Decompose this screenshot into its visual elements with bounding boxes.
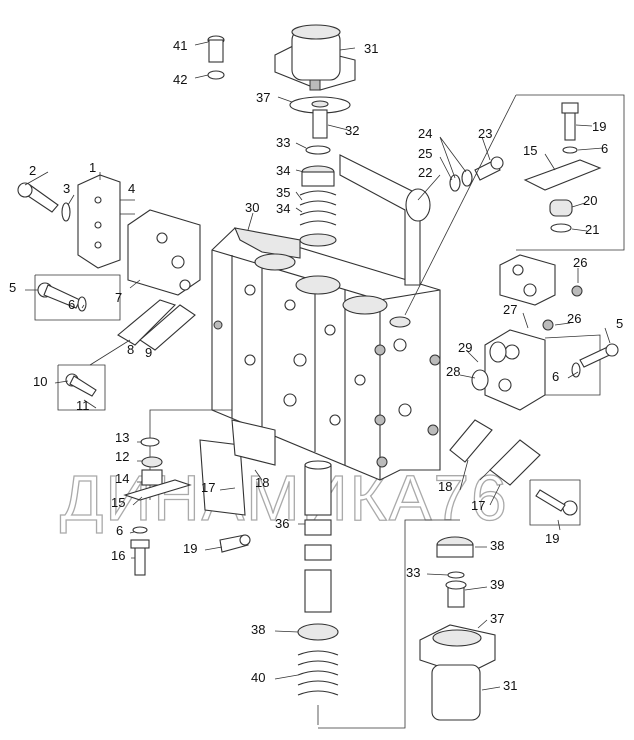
part-label: 33 (406, 565, 420, 580)
screw-41 (207, 35, 225, 80)
part-label: 30 (245, 200, 259, 215)
part-label: 15 (111, 495, 125, 510)
tube-part-22 (339, 154, 431, 286)
part-label: 42 (173, 72, 187, 87)
part-label: 3 (63, 181, 70, 196)
part-label: 38 (490, 538, 504, 553)
part-label: 11 (76, 398, 90, 413)
part-label: 38 (251, 622, 265, 637)
part-label: 35 (276, 185, 290, 200)
part-label: 19 (592, 119, 606, 134)
part-label: 41 (173, 38, 187, 53)
disc-37-top (289, 96, 351, 139)
part-label: 25 (418, 146, 432, 161)
part-label: 16 (111, 548, 125, 563)
part-label: 24 (418, 126, 432, 141)
bolt-group-5-6-left (34, 274, 121, 321)
part-label: 26 (573, 255, 587, 270)
part-label: 34 (276, 201, 290, 216)
part-label: 27 (503, 302, 517, 317)
part-label: 14 (115, 471, 129, 486)
part-label: 40 (251, 670, 265, 685)
part-label: 9 (145, 345, 152, 360)
gaskets-17-18-right (449, 419, 541, 486)
part-label: 32 (345, 123, 359, 138)
part-label: 20 (583, 193, 597, 208)
part-label: 6 (68, 297, 75, 312)
part-label: 31 (364, 41, 378, 56)
gaskets-17-18-left (199, 419, 276, 553)
part-label: 18 (438, 479, 452, 494)
part-label: 39 (490, 577, 504, 592)
left-parts-1-2-3-4 (17, 174, 201, 296)
spring-stack-top (299, 145, 337, 247)
part-label: 5 (616, 316, 623, 331)
part-labels: 41 42 31 37 32 33 24 23 19 6 25 22 34 15… (9, 38, 623, 693)
part-label: 4 (128, 181, 135, 196)
part-label: 7 (115, 290, 122, 305)
part-label: 17 (201, 480, 215, 495)
part-label: 21 (585, 222, 599, 237)
bolt-10-11 (57, 364, 106, 411)
part-label: 13 (115, 430, 129, 445)
bracket-group-right (404, 94, 625, 316)
gaskets-8-9 (89, 299, 196, 366)
part-label: 22 (418, 165, 432, 180)
part-label: 37 (256, 90, 270, 105)
part-label: 6 (601, 141, 608, 156)
left-lower-parts-12-16 (123, 409, 232, 576)
part-label: 8 (127, 342, 134, 357)
part-label: 28 (446, 364, 460, 379)
part-label: 1 (89, 160, 96, 175)
part-label: 6 (552, 369, 559, 384)
part-label: 29 (458, 340, 472, 355)
bolt-23-washers (449, 156, 504, 192)
part-label: 23 (478, 126, 492, 141)
leader-lines (24, 41, 611, 691)
part-label: 5 (9, 280, 16, 295)
part-label: 36 (275, 516, 289, 531)
part-label: 2 (29, 163, 36, 178)
part-label: 18 (255, 475, 269, 490)
part-label: 37 (490, 611, 504, 626)
part-label: 31 (503, 678, 517, 693)
part-label: 12 (115, 449, 129, 464)
housing-27-right (471, 254, 619, 411)
actuator-top-31 (274, 24, 356, 91)
part-label: 19 (545, 531, 559, 546)
part-label: 6 (116, 523, 123, 538)
bolt-19-right (529, 479, 581, 526)
part-label: 26 (567, 311, 581, 326)
part-label: 15 (523, 143, 537, 158)
part-label: 19 (183, 541, 197, 556)
part-label: 17 (471, 498, 485, 513)
part-label: 33 (276, 135, 290, 150)
valve-block-body (211, 227, 441, 481)
spool-36 (297, 460, 339, 725)
part-label: 34 (276, 163, 290, 178)
part-label: 10 (33, 374, 47, 389)
actuator-bottom-31 (318, 519, 496, 729)
